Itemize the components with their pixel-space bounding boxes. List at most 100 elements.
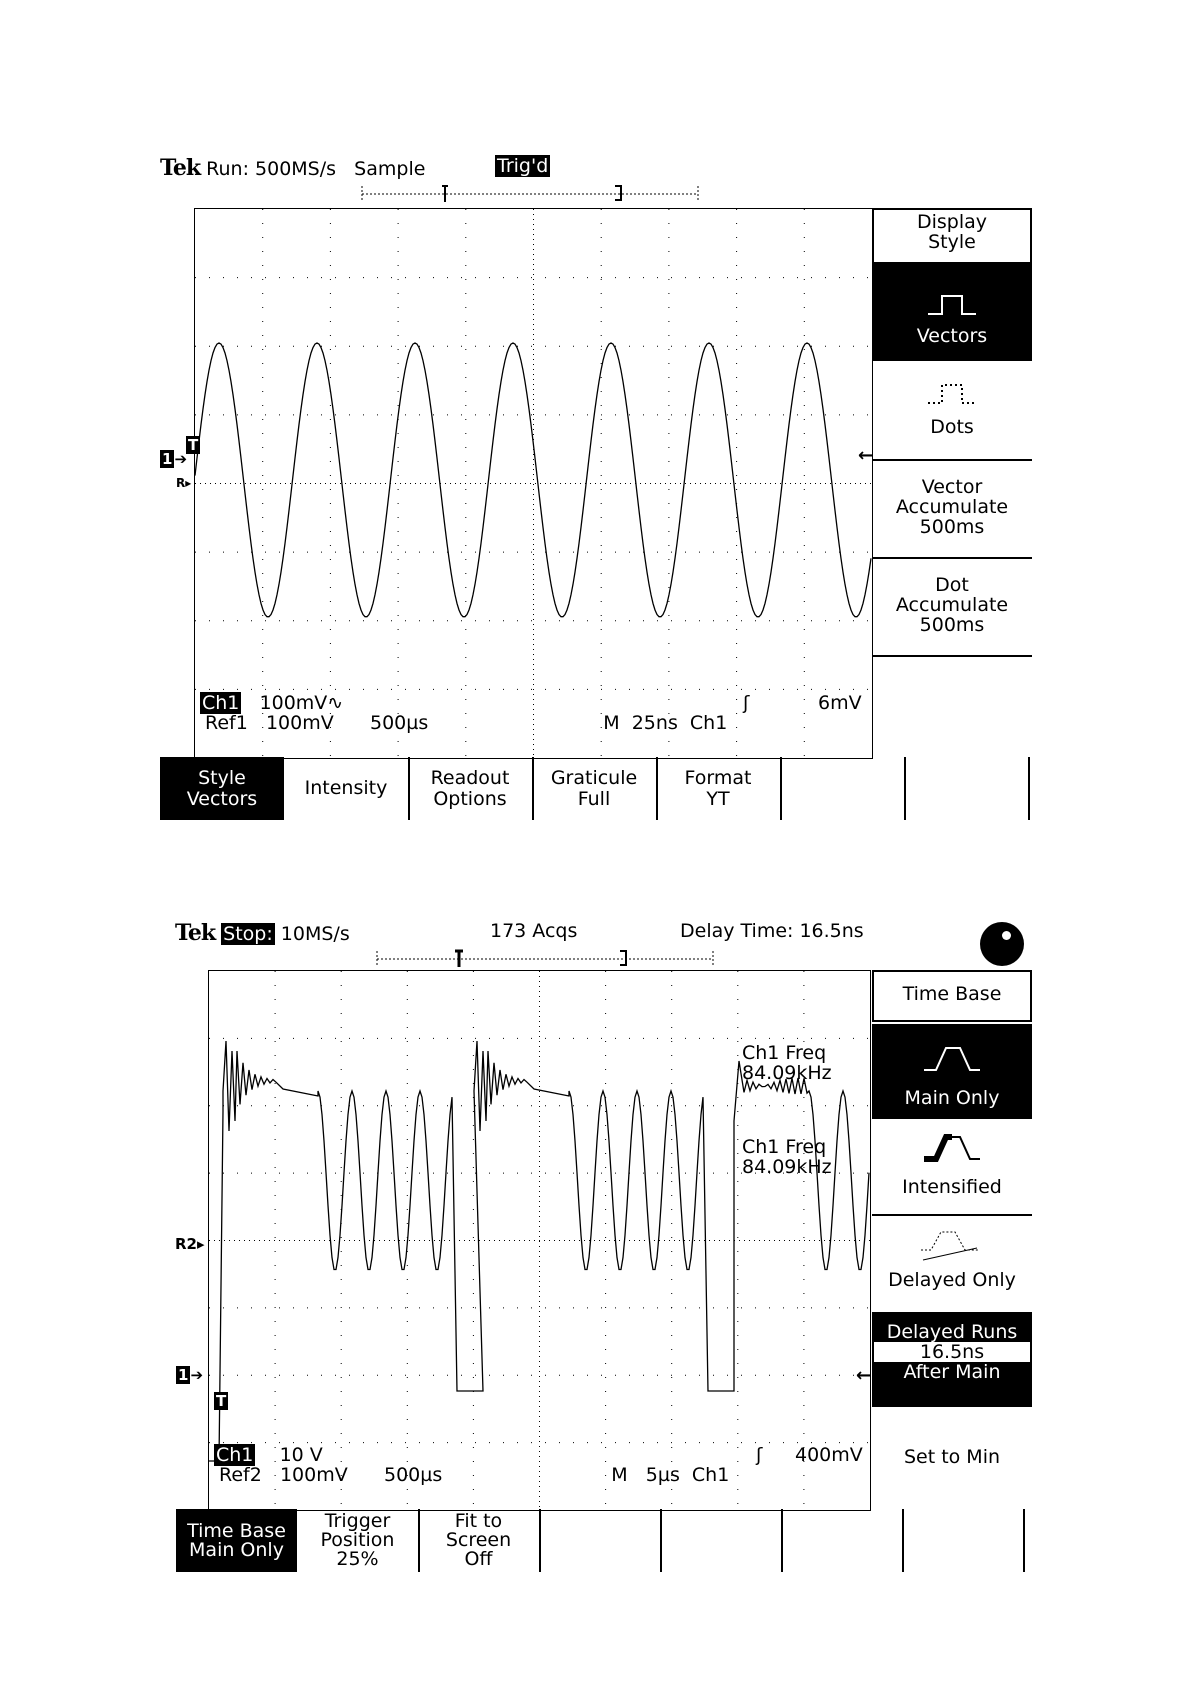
bottom-button-2-line1: Trigger [324, 1510, 391, 1532]
bottom-button-2[interactable]: Intensity [284, 757, 410, 820]
side-button-delayed-only[interactable]: Delayed Only [872, 1214, 1032, 1309]
intensified-label: Intensified [902, 1176, 1002, 1198]
meas2-value: 84.09kHz [742, 1156, 832, 1178]
bottom-button-2-line2: Position [320, 1529, 395, 1551]
ch1-readout-2: Ch1 10 V [214, 1444, 323, 1466]
bottom-button-3-line2: Screen [445, 1529, 512, 1551]
ch1-scale-2: 10 V [279, 1444, 323, 1466]
ref1-marker: R▸ [176, 476, 192, 490]
delay-value-field[interactable]: 16.5ns [874, 1342, 1030, 1362]
meas1-label: Ch1 Freq [742, 1042, 827, 1064]
trigger-point-marker-2: T [214, 1392, 229, 1410]
side-title-time-base: Time Base [872, 970, 1032, 1022]
ref2-readout: Ref2 100mV 500µs [219, 1465, 442, 1485]
record-view-indicator [361, 185, 699, 202]
scope-screen-2: Tek Stop: 10MS/s 173 Acqs Delay Time: 16… [0, 880, 1185, 1580]
ch1-label-2: Ch1 [214, 1444, 256, 1466]
bottom-button-5-line1: Format [684, 766, 752, 789]
side-button-delayed-runs[interactable]: Delayed Runs 16.5ns After Main [872, 1312, 1032, 1407]
tek-logo-2: Tek [175, 920, 216, 946]
status-bar-1: Tek Run: 500MS/s Sample [160, 155, 425, 181]
ch1-scale: 100mV∿ [259, 692, 344, 714]
bottom-button-7[interactable] [904, 757, 1030, 820]
acquisition-count: 173 Acqs [490, 920, 578, 942]
bottom-button-6[interactable] [780, 757, 906, 820]
ch1-ground-marker[interactable]: 1➔ [160, 450, 188, 468]
delayed-runs-label: Delayed Runs [886, 1321, 1018, 1343]
square-pulse-icon [872, 292, 1032, 320]
bottom-button-3-line1: Fit to [454, 1510, 503, 1532]
side-title-display-style: Display Style [872, 208, 1032, 264]
bottom-button-6[interactable] [781, 1509, 904, 1572]
graticule-1: Ch1 100mV∿ Ref1 100mV 500µs M 25ns Ch1 ʃ… [194, 208, 873, 759]
main-only-label: Main Only [904, 1087, 1000, 1109]
trigger-slope-icon: ʃ [743, 692, 750, 714]
dotted-pulse-icon [872, 381, 1032, 409]
ref1-label: Ref1 [205, 712, 248, 734]
trapezoid-icon [872, 1044, 1032, 1074]
bottom-button-4-line2: Full [577, 787, 611, 810]
acquisition-indicator-icon [980, 922, 1024, 966]
dot-accumulate-label: Dot Accumulate 500ms [895, 574, 1009, 636]
bottom-button-4[interactable] [539, 1509, 662, 1572]
after-main-label: After Main [903, 1361, 1001, 1383]
ref2-marker: R2▸ [175, 1235, 205, 1253]
meas2-label: Ch1 Freq [742, 1136, 827, 1158]
bottom-button-1-line2: Main Only [189, 1538, 284, 1561]
trigger-status-badge: Trig'd [495, 155, 551, 177]
side-button-vector-accumulate[interactable]: Vector Accumulate 500ms [872, 459, 1032, 559]
bottom-button-5[interactable] [660, 1509, 783, 1572]
side-button-main-only[interactable]: Main Only [872, 1024, 1032, 1119]
ref1-scale: 100mV [265, 712, 334, 734]
side-button-dot-accumulate[interactable]: Dot Accumulate 500ms [872, 557, 1032, 657]
bottom-button-3-line1: Readout [430, 766, 510, 789]
bottom-button-4-line1: Graticule [550, 766, 638, 789]
ref2-label: Ref2 [219, 1464, 262, 1486]
side-button-intensified[interactable]: Intensified [872, 1119, 1032, 1216]
side-button-set-to-min[interactable]: Set to Min [903, 1446, 1001, 1468]
bottom-button-2-line3: 25% [336, 1548, 379, 1570]
intensified-icon [872, 1133, 1032, 1163]
scope-screen-1: Tek Run: 500MS/s Sample Trig'd Ch1 100mV… [0, 0, 1185, 830]
trigger-level: 6mV [818, 692, 862, 714]
ch1-waveform [195, 342, 872, 618]
ref2-scale: 100mV [279, 1464, 348, 1486]
timebase-readout-1: M 25ns Ch1 [567, 693, 727, 753]
vectors-label: Vectors [916, 325, 988, 347]
ref2-time: 500µs [383, 1464, 443, 1486]
side-menu-2: Time Base Main Only Intensified Delayed … [872, 970, 1032, 1509]
ch1-readout: Ch1 100mV∿ [200, 692, 344, 714]
bottom-button-3-line2: Options [433, 787, 507, 810]
trigger-level-2: 400mV [795, 1444, 863, 1466]
vector-accumulate-label: Vector Accumulate 500ms [895, 476, 1009, 538]
ch1-label: Ch1 [200, 692, 242, 714]
bottom-button-1-line1: Time Base [187, 1519, 286, 1542]
bottom-button-3-line3: Off [464, 1548, 493, 1570]
ch1-waveform-2 [209, 1040, 870, 1462]
bottom-button-7[interactable] [902, 1509, 1025, 1572]
side-menu-1: Display Style Vectors Dots Vector Accumu… [872, 208, 1032, 757]
graticule-2: Ch1 Freq 84.09kHz Ch1 Freq 84.09kHz Ch1 … [208, 970, 871, 1511]
stop-status: Stop: [221, 923, 275, 945]
delayed-icon [872, 1228, 1032, 1262]
side-button-vectors[interactable]: Vectors [872, 264, 1032, 361]
timebase-readout-2: M 5µs Ch1 [575, 1445, 729, 1505]
run-status: Run: 500MS/s [206, 158, 337, 180]
status-bar-2: Tek Stop: 10MS/s [175, 920, 350, 946]
side-button-dots[interactable]: Dots [872, 361, 1032, 461]
bottom-button-2-line1: Intensity [304, 777, 388, 799]
bottom-button-1-line2: Vectors [186, 787, 258, 810]
meas1-value: 84.09kHz [742, 1062, 832, 1084]
bottom-button-5-line2: YT [706, 787, 730, 810]
ref1-readout: Ref1 100mV 500µs [205, 713, 428, 733]
ch1-ground-marker-2[interactable]: 1➔ [176, 1366, 204, 1384]
